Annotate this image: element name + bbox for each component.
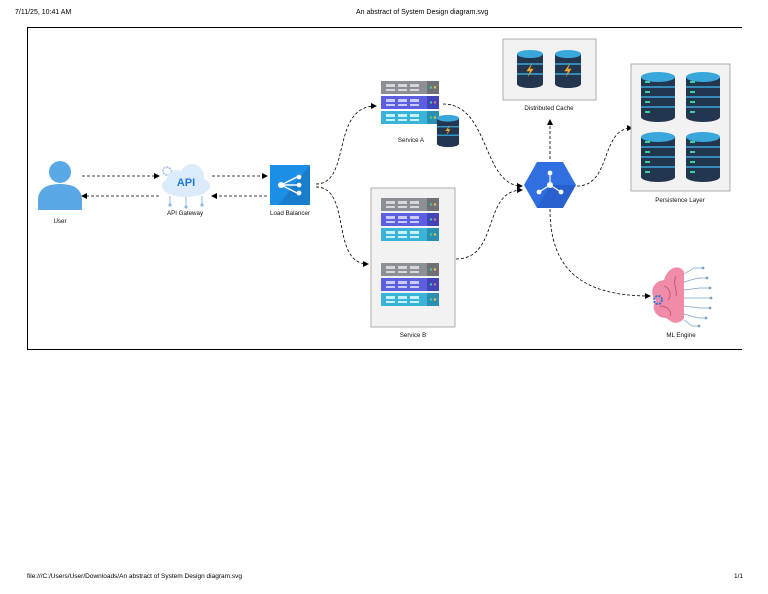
service-b-server-icon-1: [381, 198, 439, 241]
service-b-server-icon-2: [381, 263, 439, 306]
api-gateway-node: API API Gateway: [162, 164, 210, 217]
print-timestamp: 7/11/25, 10:41 AM: [15, 9, 72, 16]
user-label: User: [53, 218, 66, 225]
api-badge: API: [177, 177, 195, 189]
api-cloud-icon: API: [162, 164, 210, 209]
persistence-layer-label: Persistence Layer: [655, 197, 705, 204]
message-hub-node: [524, 162, 576, 208]
load-balancer-icon: [270, 165, 310, 205]
ml-engine-label: ML Engine: [666, 332, 696, 339]
edge-hub-to-ml-engine: [549, 208, 651, 299]
cache-database-icon-1: [516, 49, 544, 89]
cache-database-icon-2: [554, 49, 582, 89]
load-balancer-node: Load Balancer: [270, 165, 310, 217]
edge-service-b-to-hub: [455, 187, 523, 260]
service-a-label: Service A: [398, 137, 425, 144]
persistence-database-icon-1: [640, 71, 676, 123]
connectors: [81, 103, 651, 299]
hub-hexagon-icon: [524, 162, 576, 208]
api-gateway-label: API Gateway: [167, 210, 204, 217]
persistence-layer-node: Persistence Layer: [630, 63, 731, 204]
print-document-title: An abstract of System Design diagram.svg: [356, 9, 489, 16]
brain-icon: [652, 266, 713, 328]
ml-engine-node: ML Engine: [652, 266, 713, 339]
load-balancer-label: Load Balancer: [270, 210, 310, 217]
distributed-cache-node: Distributed Cache: [502, 38, 597, 112]
user-icon: [38, 161, 82, 210]
persistence-database-icon-3: [640, 131, 676, 183]
service-a-database-icon: [436, 114, 460, 148]
print-file-path: file:///C:/Users/User/Downloads/An abstr…: [27, 573, 242, 580]
service-a-node: Service A: [381, 81, 460, 148]
diagram-frame: [27, 27, 742, 350]
service-b-node: Service B: [370, 187, 456, 339]
service-a-server-icon: [381, 81, 439, 124]
persistence-database-icon-4: [685, 131, 721, 183]
service-b-label: Service B: [400, 332, 426, 339]
user-node: User: [38, 161, 82, 225]
edge-loadbalancer-to-service-b: [315, 186, 369, 267]
persistence-database-icon-2: [685, 71, 721, 123]
cache-container: [502, 38, 597, 101]
edge-hub-to-persistence: [576, 125, 633, 187]
print-page-number: 1/1: [734, 573, 744, 580]
edge-loadbalancer-to-service-a: [315, 103, 377, 185]
distributed-cache-label: Distributed Cache: [524, 105, 574, 112]
edge-service-a-to-hub: [442, 103, 523, 189]
